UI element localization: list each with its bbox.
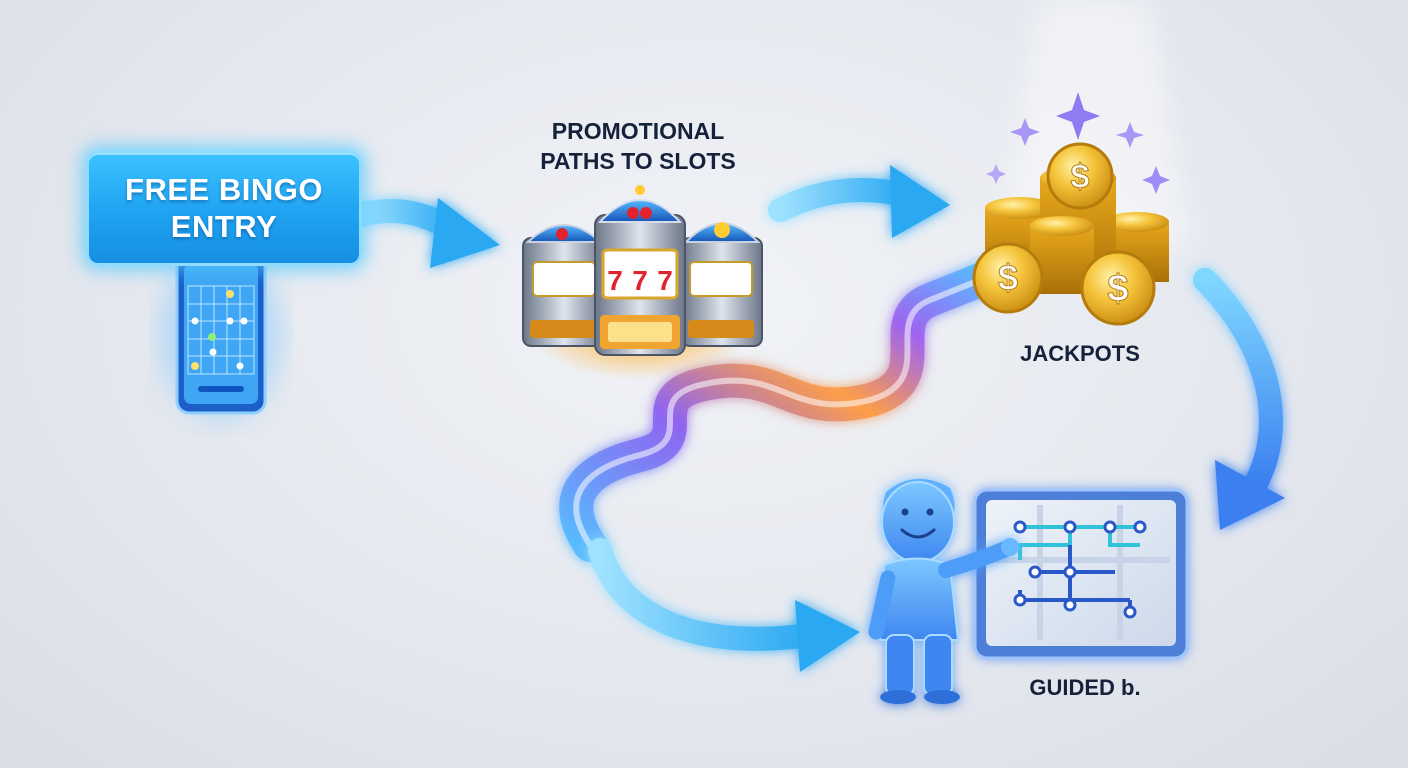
reel-symbol: 7 [632,265,648,296]
jackpots-label: JACKPOTS [1020,341,1140,366]
sparkle-icon [986,164,1006,184]
coin-symbol: $ [1071,158,1090,196]
phone-bingo-card-icon [161,250,281,420]
free-bingo-entry-badge: FREE BINGO ENTRY [86,150,362,266]
guide-person-icon [868,478,1019,704]
reel-symbol: 7 [657,265,673,296]
map-tablet-icon [973,488,1189,660]
reel-symbol: 7 [607,265,623,296]
flow-arrow-icon [348,198,500,268]
flow-arrow-icon [1193,268,1285,530]
flow-arrow-icon [588,538,860,672]
flow-arrow-icon [768,165,950,238]
coin-symbol: $ [998,257,1018,298]
sparkle-icon [1056,92,1100,140]
coin-stack-icon: $ $ $ [972,142,1169,326]
slot-machine-icon: 7 7 7 [522,185,763,380]
promotional-paths-label: PROMOTIONAL PATHS TO SLOTS [540,118,736,174]
free-bingo-entry-label: FREE BINGO ENTRY [125,172,323,244]
sparkle-icon [1010,118,1040,146]
sparkle-icon [1142,166,1170,194]
guided-label: GUIDED b. [1029,675,1141,700]
coin-symbol: $ [1107,268,1128,310]
sparkle-icon [1116,122,1144,148]
winding-path [559,259,1007,562]
